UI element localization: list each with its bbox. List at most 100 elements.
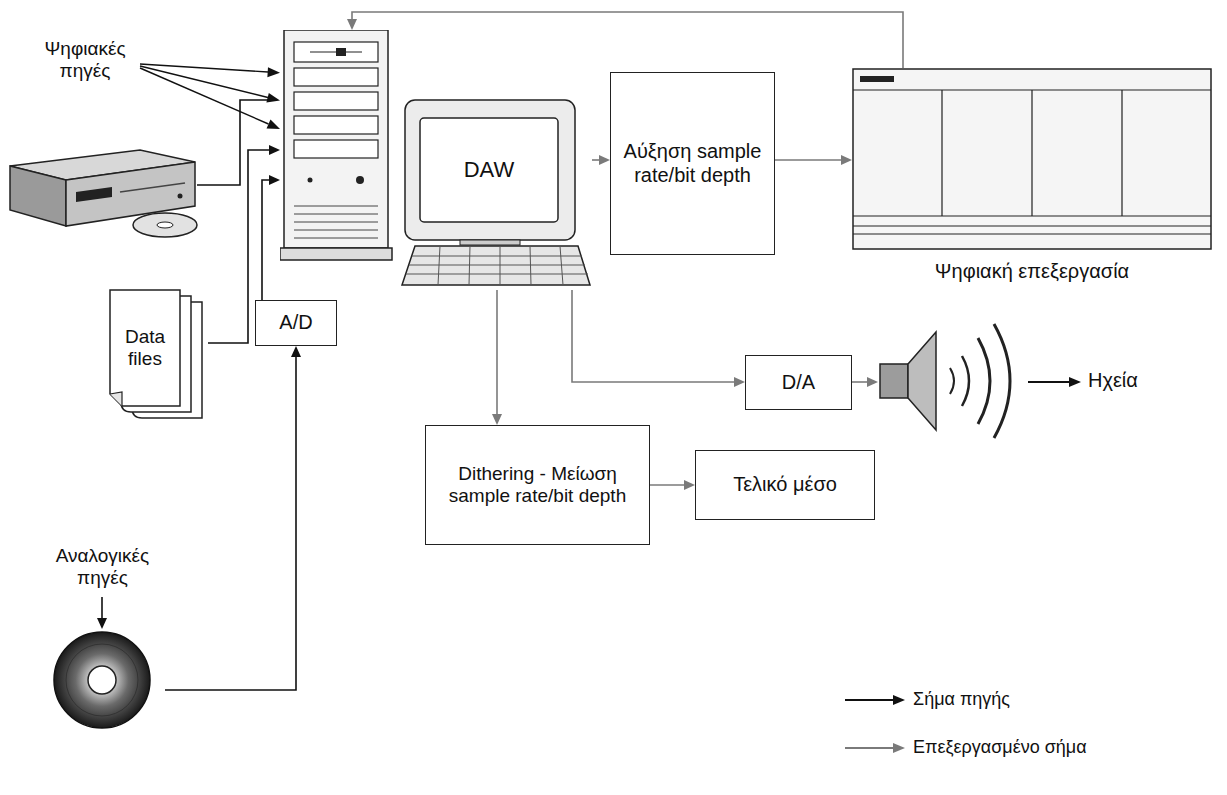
monitor-stand <box>460 240 520 245</box>
signal-connector <box>650 480 695 490</box>
converter-box: D/A <box>745 355 852 410</box>
node-text: Τελικό μέσο <box>733 473 837 497</box>
node-text: Ψηφιακή επεξεργασία <box>852 260 1212 284</box>
text-area: DAW <box>420 118 558 222</box>
signal-connector <box>852 377 878 387</box>
arrow-head <box>291 346 301 357</box>
signal-connector <box>262 175 280 300</box>
connector-line <box>572 290 735 382</box>
node-text: Dithering - Μείωση sample rate/bit depth <box>436 463 639 508</box>
arrow-head <box>734 377 745 387</box>
signal-connector <box>775 155 852 165</box>
sound-wave <box>994 324 1010 438</box>
arrow-head <box>841 155 852 165</box>
page-front <box>110 290 180 406</box>
drive-bay <box>294 92 378 110</box>
connector-line <box>650 484 685 486</box>
arrow-head <box>269 145 280 155</box>
sound-wave <box>950 368 954 394</box>
arrow-head <box>893 743 905 753</box>
drive-bay <box>294 140 378 158</box>
rack-illustration <box>852 68 1212 290</box>
reel-ring <box>66 644 138 716</box>
legend-line-sample <box>845 699 893 701</box>
vent-lines <box>294 206 378 238</box>
speaker-magnet <box>880 364 908 398</box>
processor-rack: Ψηφιακή επεξεργασία <box>852 68 1212 290</box>
signal-connector <box>592 155 610 165</box>
arrow-head <box>269 175 280 185</box>
arrow-head <box>266 93 280 103</box>
data-files-icon: Data files <box>108 288 208 420</box>
rack-rails <box>853 216 1211 234</box>
arrow-head <box>267 67 280 77</box>
reel-body <box>54 632 150 728</box>
cd-player-side <box>10 166 66 226</box>
cd-player-display <box>76 187 112 202</box>
arrow-head <box>97 618 107 629</box>
cd-disc <box>133 213 197 237</box>
rack-badge <box>860 76 894 82</box>
cd-player-icon <box>10 150 197 237</box>
process-box: Αύξηση sample rate/bit depth <box>610 72 775 255</box>
rack-dividers <box>942 90 1122 216</box>
monitor-screen <box>420 118 558 222</box>
converter-box: A/D <box>255 300 337 346</box>
node-text: Ηχεία <box>1088 369 1138 393</box>
arrow-head <box>267 120 281 130</box>
leader-line <box>140 68 269 124</box>
workstation: DAW <box>280 30 592 290</box>
arrow-head <box>1069 377 1081 387</box>
label-leader-arrows <box>140 64 280 129</box>
leader-line <box>140 66 268 98</box>
signal-connector <box>347 12 903 68</box>
connector-line <box>496 290 498 415</box>
speaker-cone <box>908 332 936 430</box>
drive-bay <box>294 116 378 134</box>
led <box>308 178 313 183</box>
cd-player-slot <box>120 183 185 192</box>
connector-line <box>775 159 842 161</box>
arrow-head <box>867 377 878 387</box>
text-area: Αναλογικές πηγές <box>40 545 165 590</box>
sound-wave <box>962 356 969 406</box>
arrow-head <box>492 414 502 425</box>
connector-line <box>262 180 270 300</box>
signal-connector <box>492 290 502 425</box>
tower-base <box>280 248 392 260</box>
reel-hub <box>88 666 116 694</box>
source-label: Ψηφιακές πηγές <box>30 38 140 83</box>
node-text: Αναλογικές πηγές <box>40 545 165 590</box>
legend-text: Επεξεργασμένο σήμα <box>913 737 1087 759</box>
leader-line <box>1028 381 1070 383</box>
workstation-illustration <box>280 30 592 290</box>
sound-wave <box>978 338 990 424</box>
cd-player-button <box>178 194 183 199</box>
connector-line <box>592 159 600 161</box>
analog-source: Αναλογικές πηγές <box>40 545 165 735</box>
source-wire <box>197 100 268 185</box>
arrow-head <box>684 480 695 490</box>
node-text: Data files <box>110 326 180 371</box>
legend-text: Σήμα πηγής <box>913 689 1010 711</box>
drive-bay <box>294 68 378 86</box>
drive-button <box>336 48 346 56</box>
node-text: D/A <box>782 371 815 395</box>
node-text: Αύξηση sample rate/bit depth <box>621 140 764 187</box>
text-area: Data files <box>110 290 180 406</box>
drive-bay <box>294 42 378 62</box>
leader-line <box>101 597 103 619</box>
node-text: A/D <box>279 311 312 335</box>
process-box: Dithering - Μείωση sample rate/bit depth <box>425 425 650 545</box>
power-button <box>356 176 364 184</box>
connector-line <box>852 381 868 383</box>
text-area: Ηχεία <box>1088 369 1138 393</box>
arrow-head <box>893 695 905 705</box>
page-fold <box>110 392 122 406</box>
speaker: Ηχεία <box>878 318 1168 442</box>
arrow-head <box>599 155 610 165</box>
legend-samples <box>845 695 905 753</box>
signal-connector <box>572 290 745 387</box>
legend-line-sample <box>845 747 893 749</box>
